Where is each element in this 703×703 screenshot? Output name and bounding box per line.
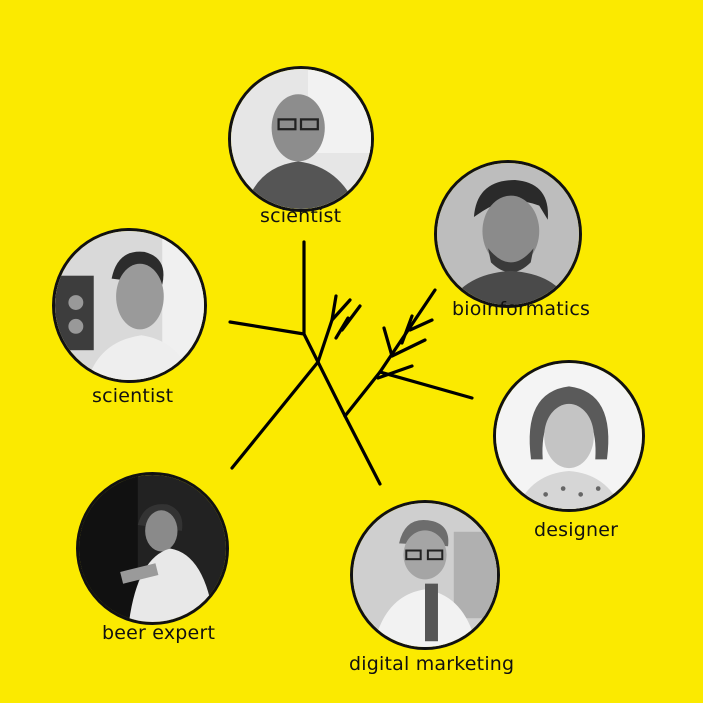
scientist-label: scientist <box>92 385 174 407</box>
beer-expert-photo <box>76 472 229 625</box>
digital-marketing-photo <box>350 500 500 650</box>
digital-marketing-label: digital marketing <box>349 653 515 675</box>
scientist-label: scientist <box>260 205 342 227</box>
scientist-photo <box>52 228 207 383</box>
designer-label: designer <box>534 519 619 541</box>
bioinformatics-photo <box>434 160 582 308</box>
scientist-photo <box>228 66 374 212</box>
beer-expert-label: beer expert <box>102 622 216 644</box>
designer-photo <box>493 360 645 512</box>
bioinformatics-label: bioinformatics <box>452 298 591 320</box>
